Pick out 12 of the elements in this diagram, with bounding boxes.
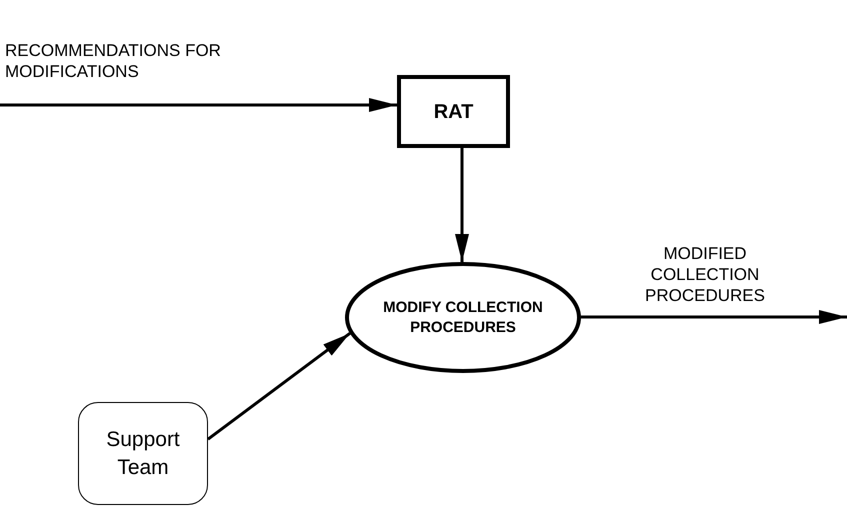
edge-label: MODIFIED COLLECTION PROCEDURES [644, 243, 766, 306]
arrow [207, 332, 351, 440]
process-box [397, 75, 510, 148]
arrow [455, 148, 469, 262]
node-label: RAT [434, 100, 474, 124]
edge-label: RECOMMENDATIONS FOR MODIFICATIONS [5, 40, 222, 82]
process-ellipse [345, 262, 581, 373]
external-entity-box [78, 402, 208, 505]
arrow [581, 310, 847, 324]
node-label: Support Team [105, 427, 181, 480]
arrow [0, 98, 397, 112]
node-label: MODIFY COLLECTION PROCEDURES [382, 298, 544, 337]
